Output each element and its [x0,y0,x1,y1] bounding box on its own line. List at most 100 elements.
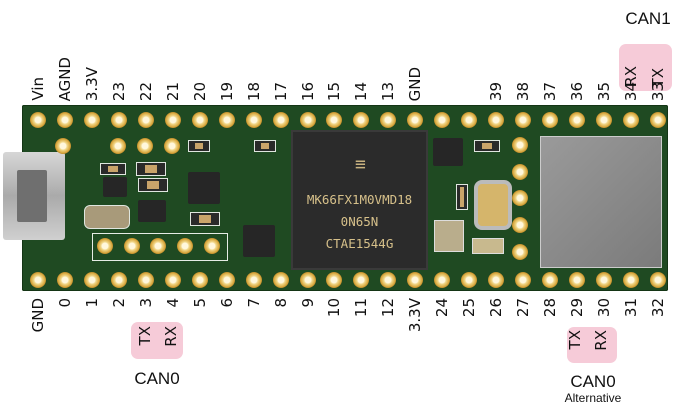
chip-marking-line2: 0N65N [340,214,379,229]
can0-alt-subtitle: Alternative [564,391,622,405]
top-pin-pad [622,112,639,128]
bottom-pin-pad [353,272,370,288]
bottom-pin-label: 27 [514,298,533,318]
capacitor [138,178,168,192]
small-ic [138,200,166,222]
bottom-pin-label: 25 [460,298,479,318]
program-button[interactable] [474,180,512,230]
top-pin-label: 22 [136,81,155,101]
bottom-pin-pad [461,272,478,288]
bottom-pin-pad [622,272,639,288]
top-pin-label: 20 [190,81,209,101]
bottom-pin-pad [542,272,559,288]
can0-tx-label: TX [136,326,154,346]
inner-pin-pad [110,138,126,154]
bottom-pin-label: 4 [163,298,182,308]
top-pin-pad [299,112,316,128]
top-pin-label: 19 [217,81,236,101]
top-pin-pad [83,112,100,128]
crystal-oscillator [434,220,464,252]
top-pin-label: 36 [568,81,586,101]
top-pin-label: 3.3V [82,66,101,101]
top-pin-label: 14 [352,81,371,101]
top-pin-label: 23 [109,81,128,101]
inner-pin-pad [150,238,166,254]
top-pin-pad [137,112,154,128]
bottom-pin-pad [434,272,451,288]
bottom-pin-label: 7 [244,298,263,308]
bottom-pin-label: 28 [541,298,560,318]
inner-pin-pad [512,190,528,206]
top-pin-label: 17 [271,81,290,101]
top-pin-pad [353,112,370,128]
top-pin-pad [326,112,343,128]
inner-pin-pad [124,238,140,254]
top-pin-pad [461,112,478,128]
capacitor [100,163,126,175]
bottom-pin-pad [191,272,208,288]
top-pin-label: 35 [594,81,613,101]
can1-title: CAN1 [625,9,671,28]
bottom-pin-label: 6 [217,298,236,308]
top-pin-pad [649,112,666,128]
top-pin-pad [595,112,612,128]
top-pin-label: 18 [244,81,263,101]
top-pin-label: 13 [379,81,398,101]
top-pin-label: 33 [648,81,667,101]
bottom-pin-label: 26 [487,298,506,318]
bottom-pin-pad [380,272,397,288]
bottom-pin-pad [326,272,343,288]
bottom-pin-label: 31 [621,298,640,318]
top-pin-label: 38 [514,81,533,101]
micro-usb-connector [3,152,65,240]
can1-highlight [619,44,672,91]
bottom-pin-pad [488,272,505,288]
top-pin-pad [569,112,585,128]
inner-pin-pad [97,238,113,254]
top-pin-pad [110,112,127,128]
bottom-pin-pad [272,272,289,288]
microsd-card-slot[interactable] [540,136,662,268]
bottom-pin-pad [164,272,181,288]
capacitor [190,212,220,226]
inner-pin-pad [512,244,528,260]
can0-rx-label: RX [162,326,180,347]
top-pin-pad [488,112,505,128]
can0-highlight [131,322,183,359]
inner-pin-pad [177,238,193,254]
bottom-pin-label: 32 [648,298,667,318]
bottom-pin-label: 29 [568,298,586,318]
led [474,140,500,152]
bottom-pin-label: 24 [433,298,452,318]
top-pin-label: 15 [325,81,344,101]
inner-pin-pad [164,138,180,154]
regulator-ic [103,177,127,197]
top-pin-pad [407,112,424,128]
top-pin-pad [515,112,532,128]
mcu-chip: MK66FX1M0VMD18 0N65N CTAE1544G ≡ [291,130,428,270]
bottom-pin-label: 11 [352,298,371,318]
can0-title: CAN0 [134,369,180,388]
bottom-pin-pad [299,272,316,288]
bottom-pin-pad [30,272,46,288]
inner-pin-pad [512,217,528,233]
chip-marking-line3: CTAE1544G [325,236,394,251]
top-pin-label: AGND [55,56,74,101]
bottom-pin-label: 5 [190,298,209,308]
top-pin-label: 34 [621,81,640,101]
bottom-pin-pad [110,272,127,288]
bottom-pin-pad [218,272,235,288]
inner-pin-pad [55,138,71,154]
top-pin-pad [245,112,262,128]
top-pin-pad [56,112,73,128]
pin-header-outline [92,233,228,261]
top-pin-pad [191,112,208,128]
bottom-pin-pad [515,272,532,288]
top-pin-pad [380,112,397,128]
top-pin-label: 39 [487,81,506,101]
an-ic [433,138,463,166]
inner-pin-pad [512,164,528,180]
can0-alt-rx-label: RX [592,330,610,351]
inner-pin-pad [137,138,153,154]
capacitor [456,184,468,210]
